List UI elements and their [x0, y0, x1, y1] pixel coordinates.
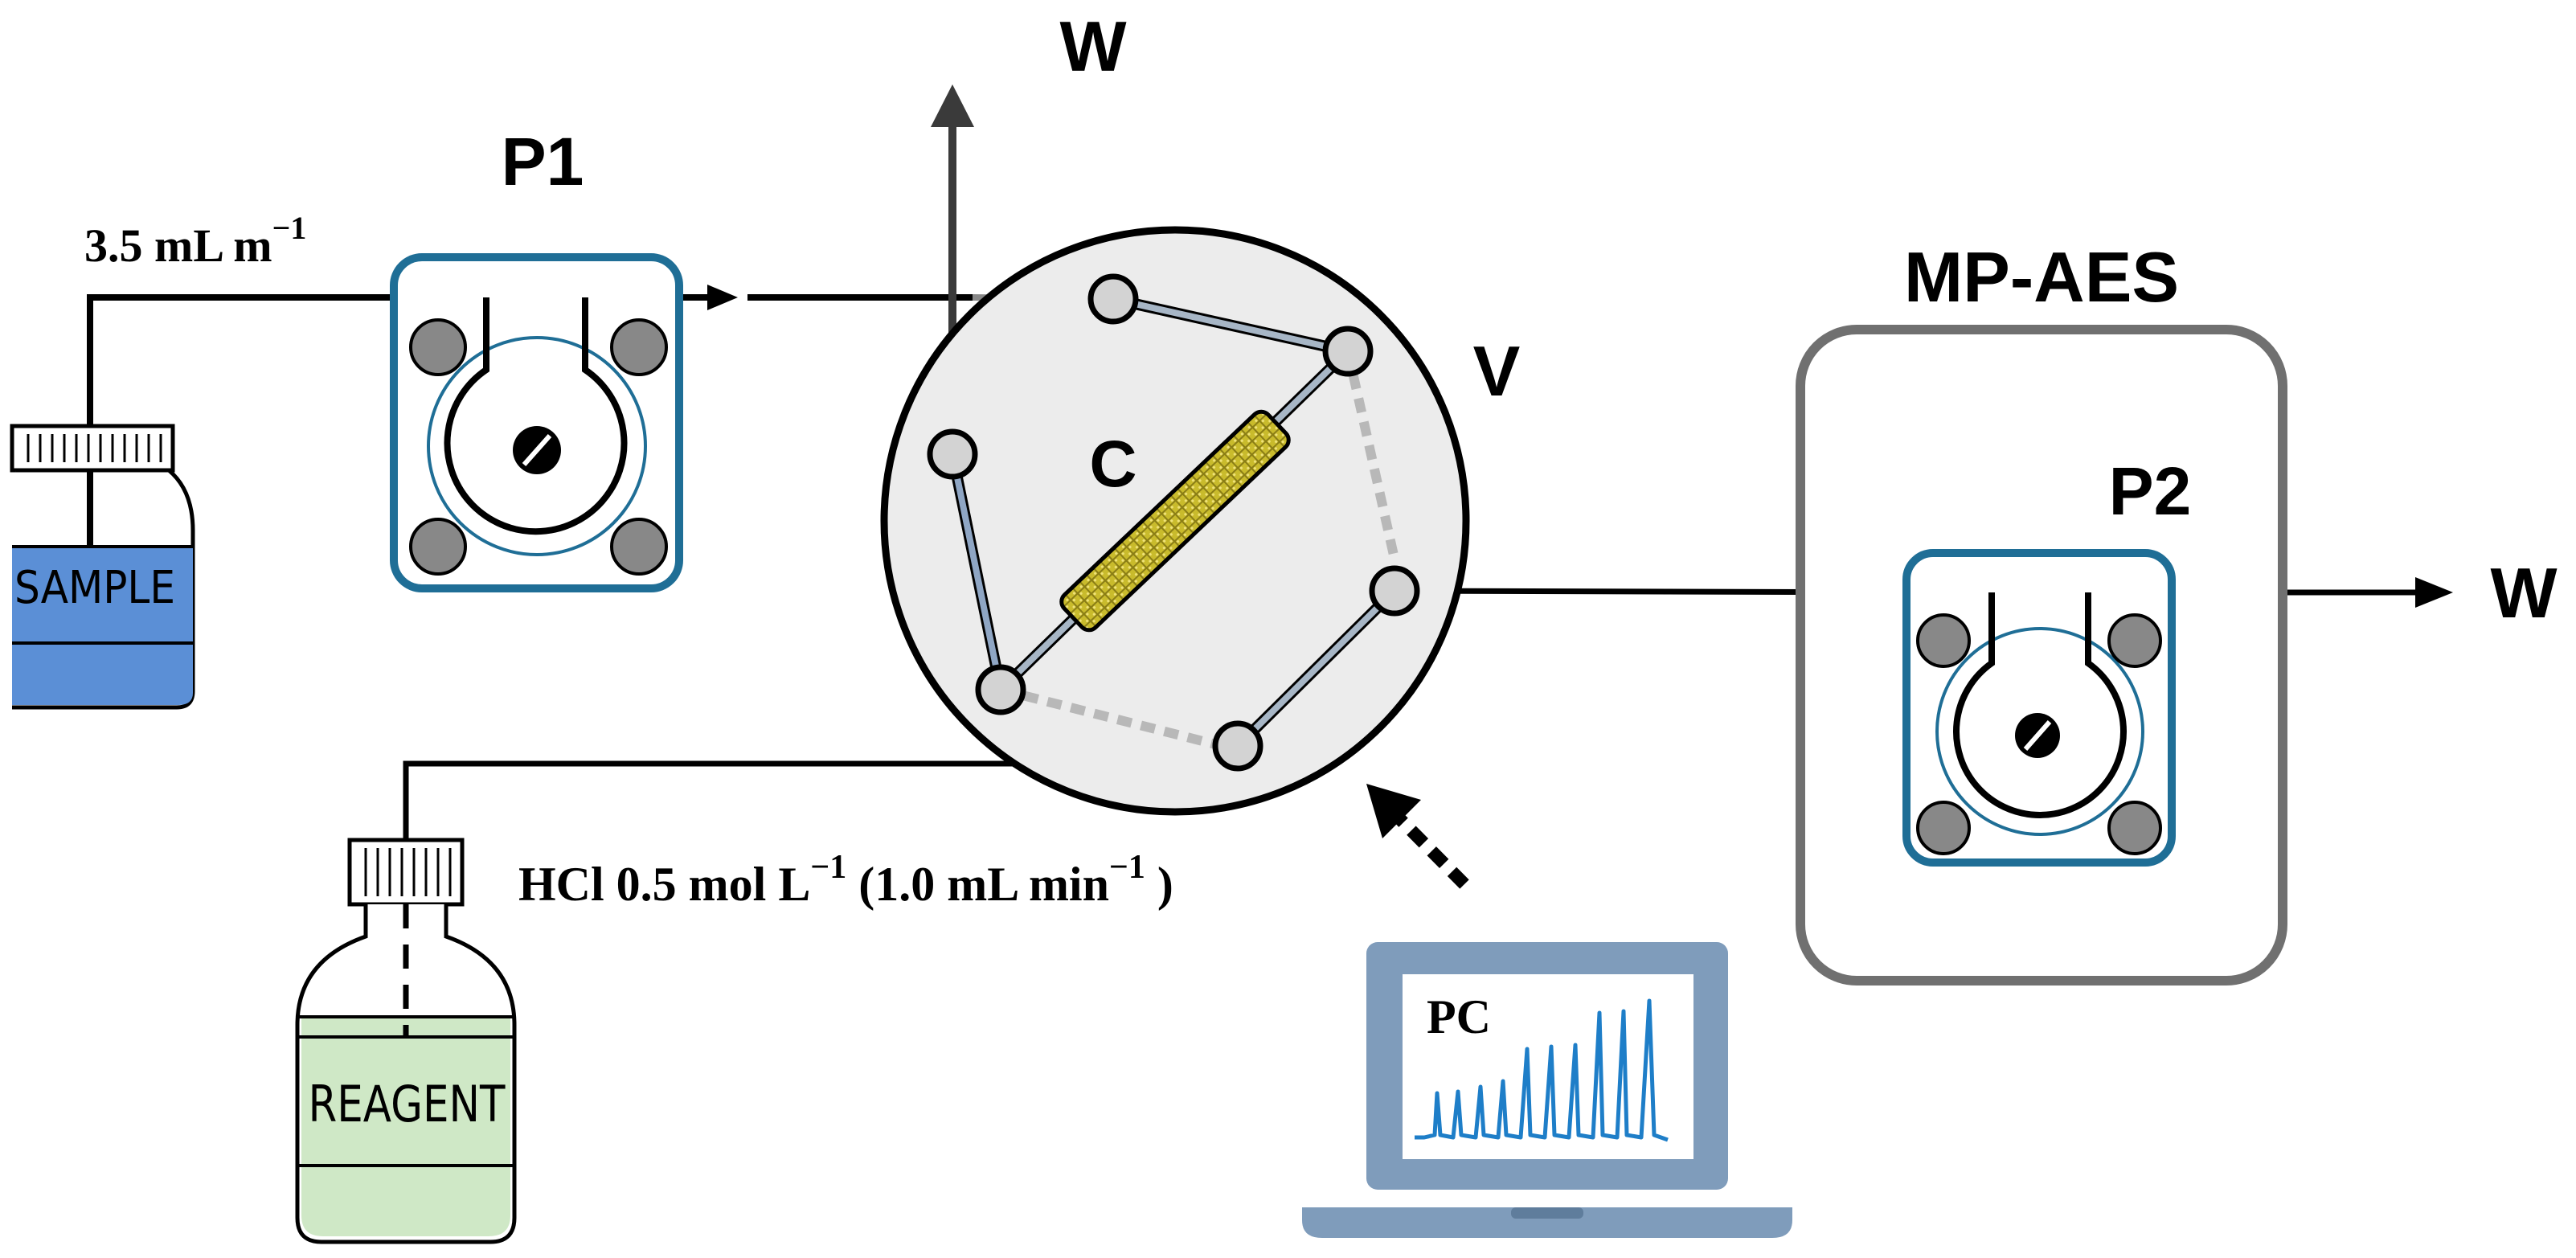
column-label: C: [1089, 428, 1136, 501]
waste-right-label: W: [2490, 553, 2557, 633]
reagent-flow-rate: HCl 0.5 mol L−1 (1.0 mL min−1 ): [518, 849, 1173, 911]
p1-outlet-arrowhead: [707, 285, 738, 310]
signal-peaks: [1415, 998, 1669, 1142]
reagent-bottle: REAGENT: [295, 838, 517, 1244]
pump-p2-label: P2: [2109, 453, 2192, 529]
reagent-concentration-exponent: −1: [810, 849, 846, 886]
waste-right-arrowhead: [2415, 577, 2453, 608]
waste-top-arrowhead: [931, 84, 974, 127]
sample-flow-value: 3.5 mL m: [84, 219, 272, 272]
pump-p1-label: P1: [502, 124, 584, 199]
laptop-pc: PC: [1302, 942, 1792, 1238]
sample-bottle: SAMPLE: [10, 424, 195, 710]
reagent-flow-close: ): [1145, 858, 1173, 911]
reagent-flow-value: (1.0 mL min: [846, 858, 1109, 911]
reagent-concentration: HCl 0.5 mol L: [518, 858, 810, 911]
mp-aes-label: MP-AES: [1904, 237, 2179, 317]
sample-flow-rate: 3.5 mL m−1: [84, 210, 306, 272]
sample-flow-exponent: −1: [272, 210, 307, 246]
sample-bottle-label: SAMPLE: [14, 562, 175, 614]
waste-top-label: W: [1059, 6, 1126, 86]
reagent-flow-exponent: −1: [1109, 849, 1145, 886]
pump-p2: [1902, 549, 2176, 867]
selection-valve: [880, 226, 1470, 816]
control-signal-arrow: [1366, 784, 1469, 889]
pump-p1: [390, 253, 683, 592]
reagent-bottle-label: REAGENT: [309, 1075, 506, 1133]
pc-label: PC: [1427, 990, 1491, 1043]
valve-label: V: [1473, 331, 1521, 411]
reagent-tube: [403, 760, 1238, 868]
